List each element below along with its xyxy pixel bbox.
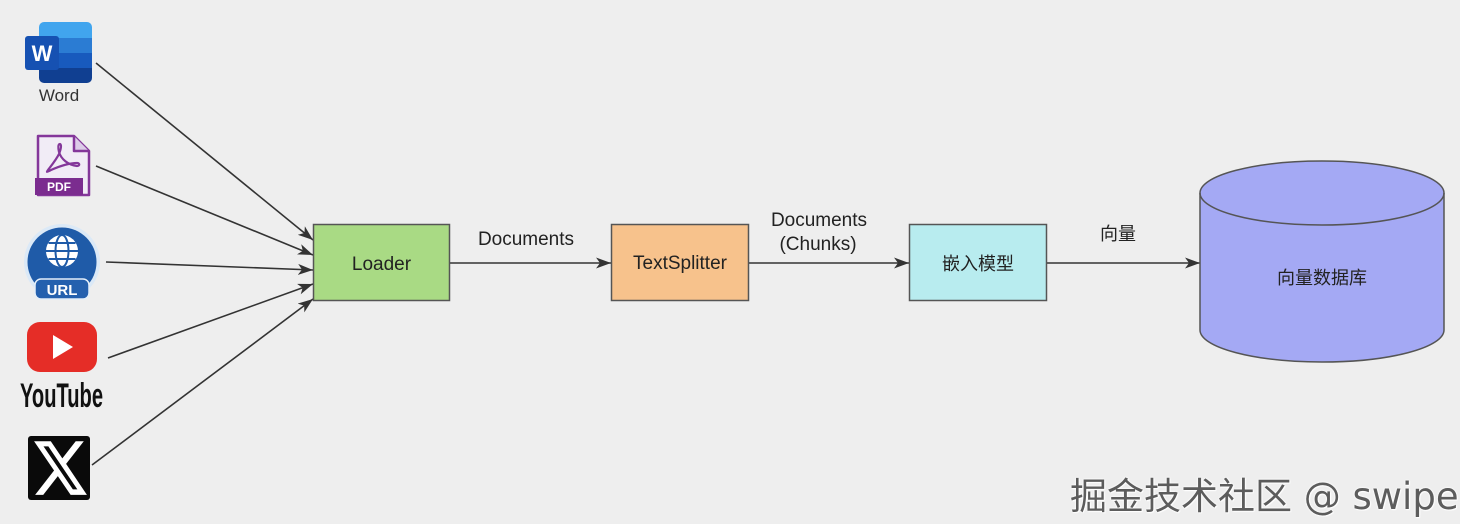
text-splitter-label: TextSplitter bbox=[633, 253, 728, 274]
edge-label-documents-chunks-line2: (Chunks) bbox=[779, 234, 856, 255]
word-icon: W bbox=[25, 22, 92, 83]
edge-url-to-loader bbox=[105, 261, 314, 275]
globe-icon: URL bbox=[24, 224, 100, 300]
edge-label-documents-chunks-line1: Documents bbox=[771, 210, 867, 231]
watermark: 掘金技术社区 @ swipe bbox=[1070, 475, 1459, 518]
embedding-model-label: 嵌入模型 bbox=[942, 254, 1014, 275]
loader-node: Loader bbox=[312, 223, 451, 302]
edge-word-to-loader bbox=[95, 62, 314, 241]
x-logo-icon bbox=[28, 436, 90, 500]
embedding-model-node: 嵌入模型 bbox=[908, 223, 1048, 302]
edge-label-documents: Documents bbox=[478, 229, 574, 250]
edge-youtube-to-loader bbox=[107, 283, 314, 359]
edge-pdf-to-loader bbox=[95, 165, 314, 256]
edge-label-vector: 向量 bbox=[1100, 224, 1136, 245]
youtube-label: YouTube bbox=[20, 377, 103, 415]
vector-database-node: 向量数据库 bbox=[1199, 160, 1445, 363]
youtube-play-icon bbox=[27, 322, 97, 372]
url-badge: URL bbox=[47, 282, 78, 299]
edge-x-to-loader bbox=[91, 298, 314, 466]
text-splitter-node: TextSplitter bbox=[610, 223, 750, 302]
vector-database-label: 向量数据库 bbox=[1277, 268, 1367, 289]
word-label: Word bbox=[39, 86, 79, 105]
word-icon-letter: W bbox=[32, 41, 53, 66]
pdf-file-icon: PDF bbox=[35, 134, 91, 197]
acrobat-symbol-icon bbox=[45, 142, 81, 173]
loader-label: Loader bbox=[352, 254, 412, 275]
pdf-badge: PDF bbox=[47, 180, 71, 194]
